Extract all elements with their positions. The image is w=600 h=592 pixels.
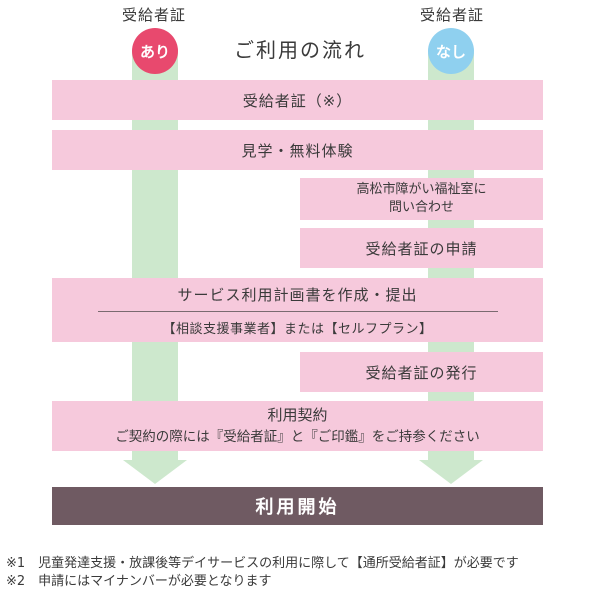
step-issuance-label: 受給者証の発行 (365, 363, 478, 382)
step-start: 利用開始 (52, 487, 543, 525)
step-tour-label: 見学・無料体験 (241, 141, 354, 160)
footnote-1: ※1 児童発達支援・放課後等デイサービスの利用に際して【通所受給者証】が必要です (6, 556, 519, 571)
step-tour: 見学・無料体験 (52, 130, 543, 170)
footnote-2: ※2 申請にはマイナンバーが必要となります (6, 574, 272, 589)
step-service-plan: サービス利用計画書を作成・提出 【相談支援事業者】または【セルフプラン】 (52, 278, 543, 342)
step-service-plan-label: サービス利用計画書を作成・提出 (177, 285, 418, 304)
badge-yes: あり (132, 28, 178, 74)
step-service-plan-sub: 【相談支援事業者】または【セルフプラン】 (162, 321, 433, 337)
flow-title: ご利用の流れ (234, 38, 366, 62)
step-service-plan-divider (97, 310, 498, 312)
step-inquiry-line2: 問い合わせ (388, 200, 454, 215)
step-contract-label: 利用契約 (267, 406, 328, 424)
step-inquiry: 高松市障がい福祉室に 問い合わせ (300, 178, 543, 220)
left-lane-label: 受給者証 (121, 6, 186, 24)
step-inquiry-line1: 高松市障がい福祉室に (356, 182, 487, 197)
step-certificate-label: 受給者証（※） (242, 91, 353, 110)
step-application-label: 受給者証の申請 (365, 239, 478, 258)
step-contract-sub: ご契約の際には『受給者証』と『ご印鑑』をご持参ください (115, 429, 480, 445)
step-start-label: 利用開始 (255, 497, 340, 518)
right-lane-label: 受給者証 (419, 6, 484, 24)
step-issuance: 受給者証の発行 (300, 352, 543, 392)
right-lane-arrow (419, 460, 483, 484)
step-contract: 利用契約 ご契約の際には『受給者証』と『ご印鑑』をご持参ください (52, 401, 543, 451)
badge-no: なし (428, 28, 474, 74)
left-lane-arrow (123, 460, 187, 484)
step-application: 受給者証の申請 (300, 228, 543, 268)
step-certificate: 受給者証（※） (52, 80, 543, 120)
